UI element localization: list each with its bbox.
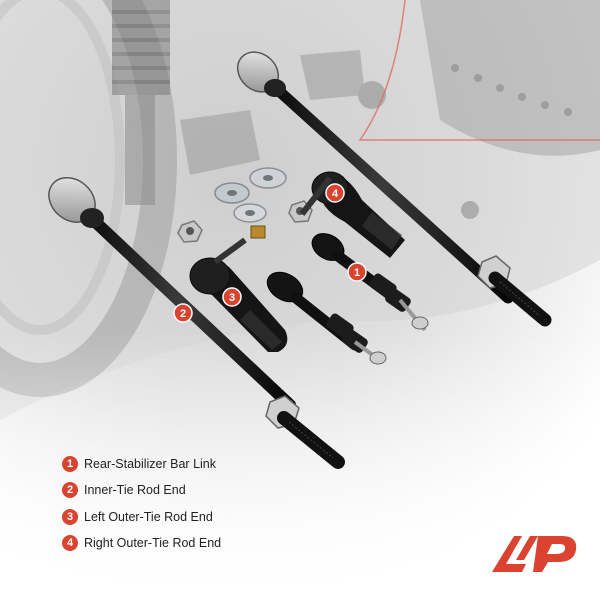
legend-item: 4 Right Outer-Tie Rod End (62, 534, 322, 552)
legend-label: Inner-Tie Rod End (84, 483, 186, 498)
legend-label: Rear-Stabilizer Bar Link (84, 457, 216, 471)
legend-number-badge: 3 (62, 508, 78, 525)
legend-label: Right Outer-Tie Rod End (84, 535, 222, 550)
callout-1-number: 1 (354, 267, 360, 279)
inner-tie-rod-left (48, 177, 345, 469)
hardware-washers (177, 167, 313, 243)
legend-label: Left Outer-Tie Rod End (84, 509, 213, 524)
callout-3-number: 3 (229, 292, 235, 304)
left-outer-tie-rod-end (189, 237, 288, 352)
callout-4-number: 4 (332, 188, 339, 200)
callout-2-number: 2 (180, 308, 186, 320)
legend-item: 2 Inner-Tie Rod End (62, 481, 322, 499)
callout-3: 3 (222, 287, 242, 307)
legend-item: 3 Left Outer-Tie Rod End (62, 508, 322, 526)
inner-tie-rod-right (236, 51, 552, 327)
rear-stabilizer-bar-link-lower (266, 271, 387, 365)
legend-item: 1 Rear-Stabilizer Bar Link (62, 455, 322, 473)
callout-2: 2 (173, 303, 193, 323)
callout-4: 4 (325, 183, 345, 203)
parts-legend: 1 Rear-Stabilizer Bar Link 2 Inner-Tie R… (62, 455, 322, 560)
legend-number-badge: 1 (62, 456, 78, 472)
legend-number-badge: 4 (62, 534, 78, 551)
brand-logo-icon (492, 536, 577, 572)
callout-1: 1 (347, 262, 367, 282)
rear-stabilizer-bar-link-upper (311, 233, 429, 332)
legend-number-badge: 2 (62, 482, 78, 499)
